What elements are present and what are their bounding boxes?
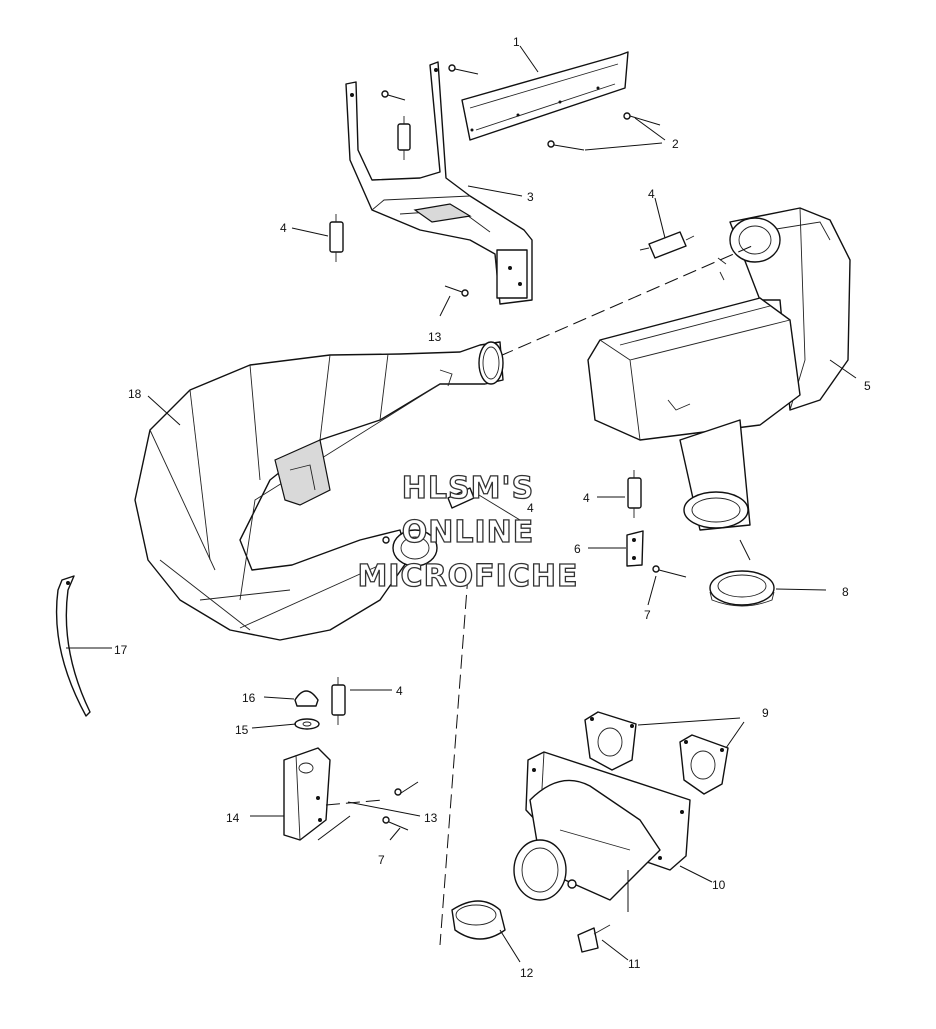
callout-13-lower: 13 [424,811,438,825]
rubber-mount-center [447,487,521,521]
callout-8: 8 [842,585,849,599]
bolt-top-bracket-left [381,90,406,101]
watermark-line-1: HLSM'S [402,471,534,506]
callout-14: 14 [226,811,240,825]
muffler [587,207,851,531]
callout-7-lower: 7 [378,853,385,867]
callout-4-right-middle: 4 [583,491,590,505]
bolt-part-7-right [652,565,687,578]
callout-12: 12 [520,966,534,980]
exhaust-gasket-upper [584,711,637,771]
callout-16: 16 [242,691,256,705]
callout-5: 5 [864,379,871,393]
callout-15: 15 [235,723,249,737]
callout-4-top-right: 4 [648,187,655,201]
bolt-part-13-lower [394,781,419,796]
manifold-bolt [577,924,611,953]
callout-4-center: 4 [527,501,534,515]
callout-labels: 1 2 3 4 4 13 5 18 4 4 6 7 8 17 16 4 15 9… [114,35,871,980]
callout-18: 18 [128,387,142,401]
mounting-bracket [345,61,533,305]
watermark: HLSM'S ONLINE MICROFICHE [357,470,579,594]
callout-10: 10 [712,878,726,892]
callout-1: 1 [513,35,520,49]
rubber-mount-lower-left [331,677,346,725]
strap [55,575,91,717]
rubber-cap [294,690,319,707]
callout-4-left: 4 [280,221,287,235]
heat-shield-plate [461,51,629,141]
callout-6: 6 [574,542,581,556]
callout-9: 9 [762,706,769,720]
lower-bracket [283,747,351,841]
expansion-chamber-pipe [134,341,504,641]
watermark-line-2: ONLINE [402,515,535,550]
callout-4-lower-left: 4 [396,684,403,698]
screw-part-2-lower [547,140,585,151]
bolt-part-7-lower [382,816,409,831]
rubber-mount-right-middle [627,470,642,518]
screw-part-2-upper [623,112,661,126]
bolt-part-13-upper [444,285,469,297]
rubber-mount-right-top [639,231,695,259]
mounting-plate-part-6 [626,530,644,567]
callout-11: 11 [628,957,641,971]
alignment-line-bracket [325,799,383,806]
callout-3: 3 [527,190,534,204]
callout-2: 2 [672,137,679,151]
alignment-line-coupler [439,574,469,946]
pipe-coupler [451,900,506,940]
rubber-mount-upper [397,116,411,160]
exhaust-gasket-lower [679,734,729,795]
alignment-line-muffler [499,245,753,357]
bolt-top-bracket-right [448,64,479,75]
callout-7-right: 7 [644,608,651,622]
gasket-ring [709,570,775,607]
exhaust-manifold [513,751,691,901]
callout-17: 17 [114,643,128,657]
rubber-mount-left [329,214,344,262]
callout-13-upper: 13 [428,330,442,344]
washer [294,718,320,730]
watermark-line-3: MICROFICHE [358,559,579,594]
leader-lines [66,45,857,963]
